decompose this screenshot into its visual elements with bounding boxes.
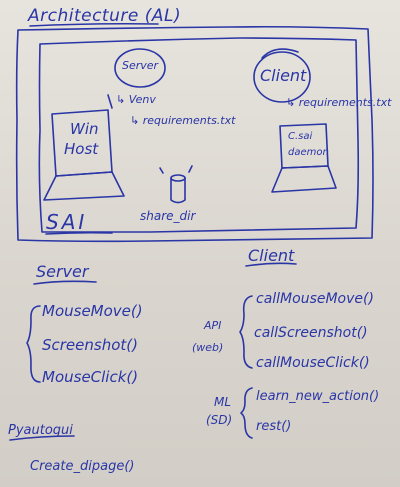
architecture-box [15,25,374,243]
win-host-label-line2: Host [64,140,99,158]
server-heading-underline [33,280,97,285]
api-method: callMouseMove() [256,291,374,307]
ml-label-line2: (SD) [206,413,233,427]
win-host-base [43,171,125,201]
server-heading: Server [36,262,89,281]
share-dir-body [170,177,186,204]
server-brace [26,305,41,383]
share-dir-ticks [159,165,193,174]
client-bubble-swirl [261,48,299,59]
server-requirements-note: ↳ requirements.txt [130,114,236,127]
server-venv-note: ↳ Venv [116,93,156,106]
pyautogui-method: Create_dipage() [30,459,135,474]
share-dir-label: share_dir [140,209,196,223]
server-method: MouseMove() [42,302,143,320]
ml-method: learn_new_action() [256,389,380,404]
win-host-label-line1: Win [70,120,99,138]
sai-daemon-base [271,165,337,193]
client-requirements-note: ↳ requirements.txt [286,96,392,109]
ml-label-line1: ML [214,395,232,409]
client-bubble [253,51,311,103]
api-label-line1: API [204,319,222,332]
server-bubble [114,48,166,88]
title-underline [29,22,159,27]
pyautogui-underline [9,435,75,441]
pyautogui-heading: Pyautogui [8,423,73,438]
api-method: callScreenshot() [254,325,368,341]
page-title: Architecture (AL) [28,6,182,26]
server-method: Screenshot() [42,336,138,354]
win-host-link [107,94,113,109]
sai-daemon-label-line1: C.sai [288,131,313,142]
sai-label: SAI [46,210,88,234]
client-heading-underline [245,262,297,267]
ml-method: rest() [256,419,292,434]
api-brace [239,295,253,369]
ml-brace [240,387,253,439]
sai-underline [45,231,113,235]
api-method: callMouseClick() [256,355,370,371]
client-bubble-label: Client [260,66,307,85]
inner-box [38,37,360,233]
client-heading: Client [248,246,295,265]
share-dir-top [170,174,186,182]
server-method: MouseClick() [42,368,139,386]
server-bubble-label: Server [122,59,159,72]
api-label-line2: (web) [192,341,224,354]
sai-daemon-label-line2: daemon [288,147,329,158]
